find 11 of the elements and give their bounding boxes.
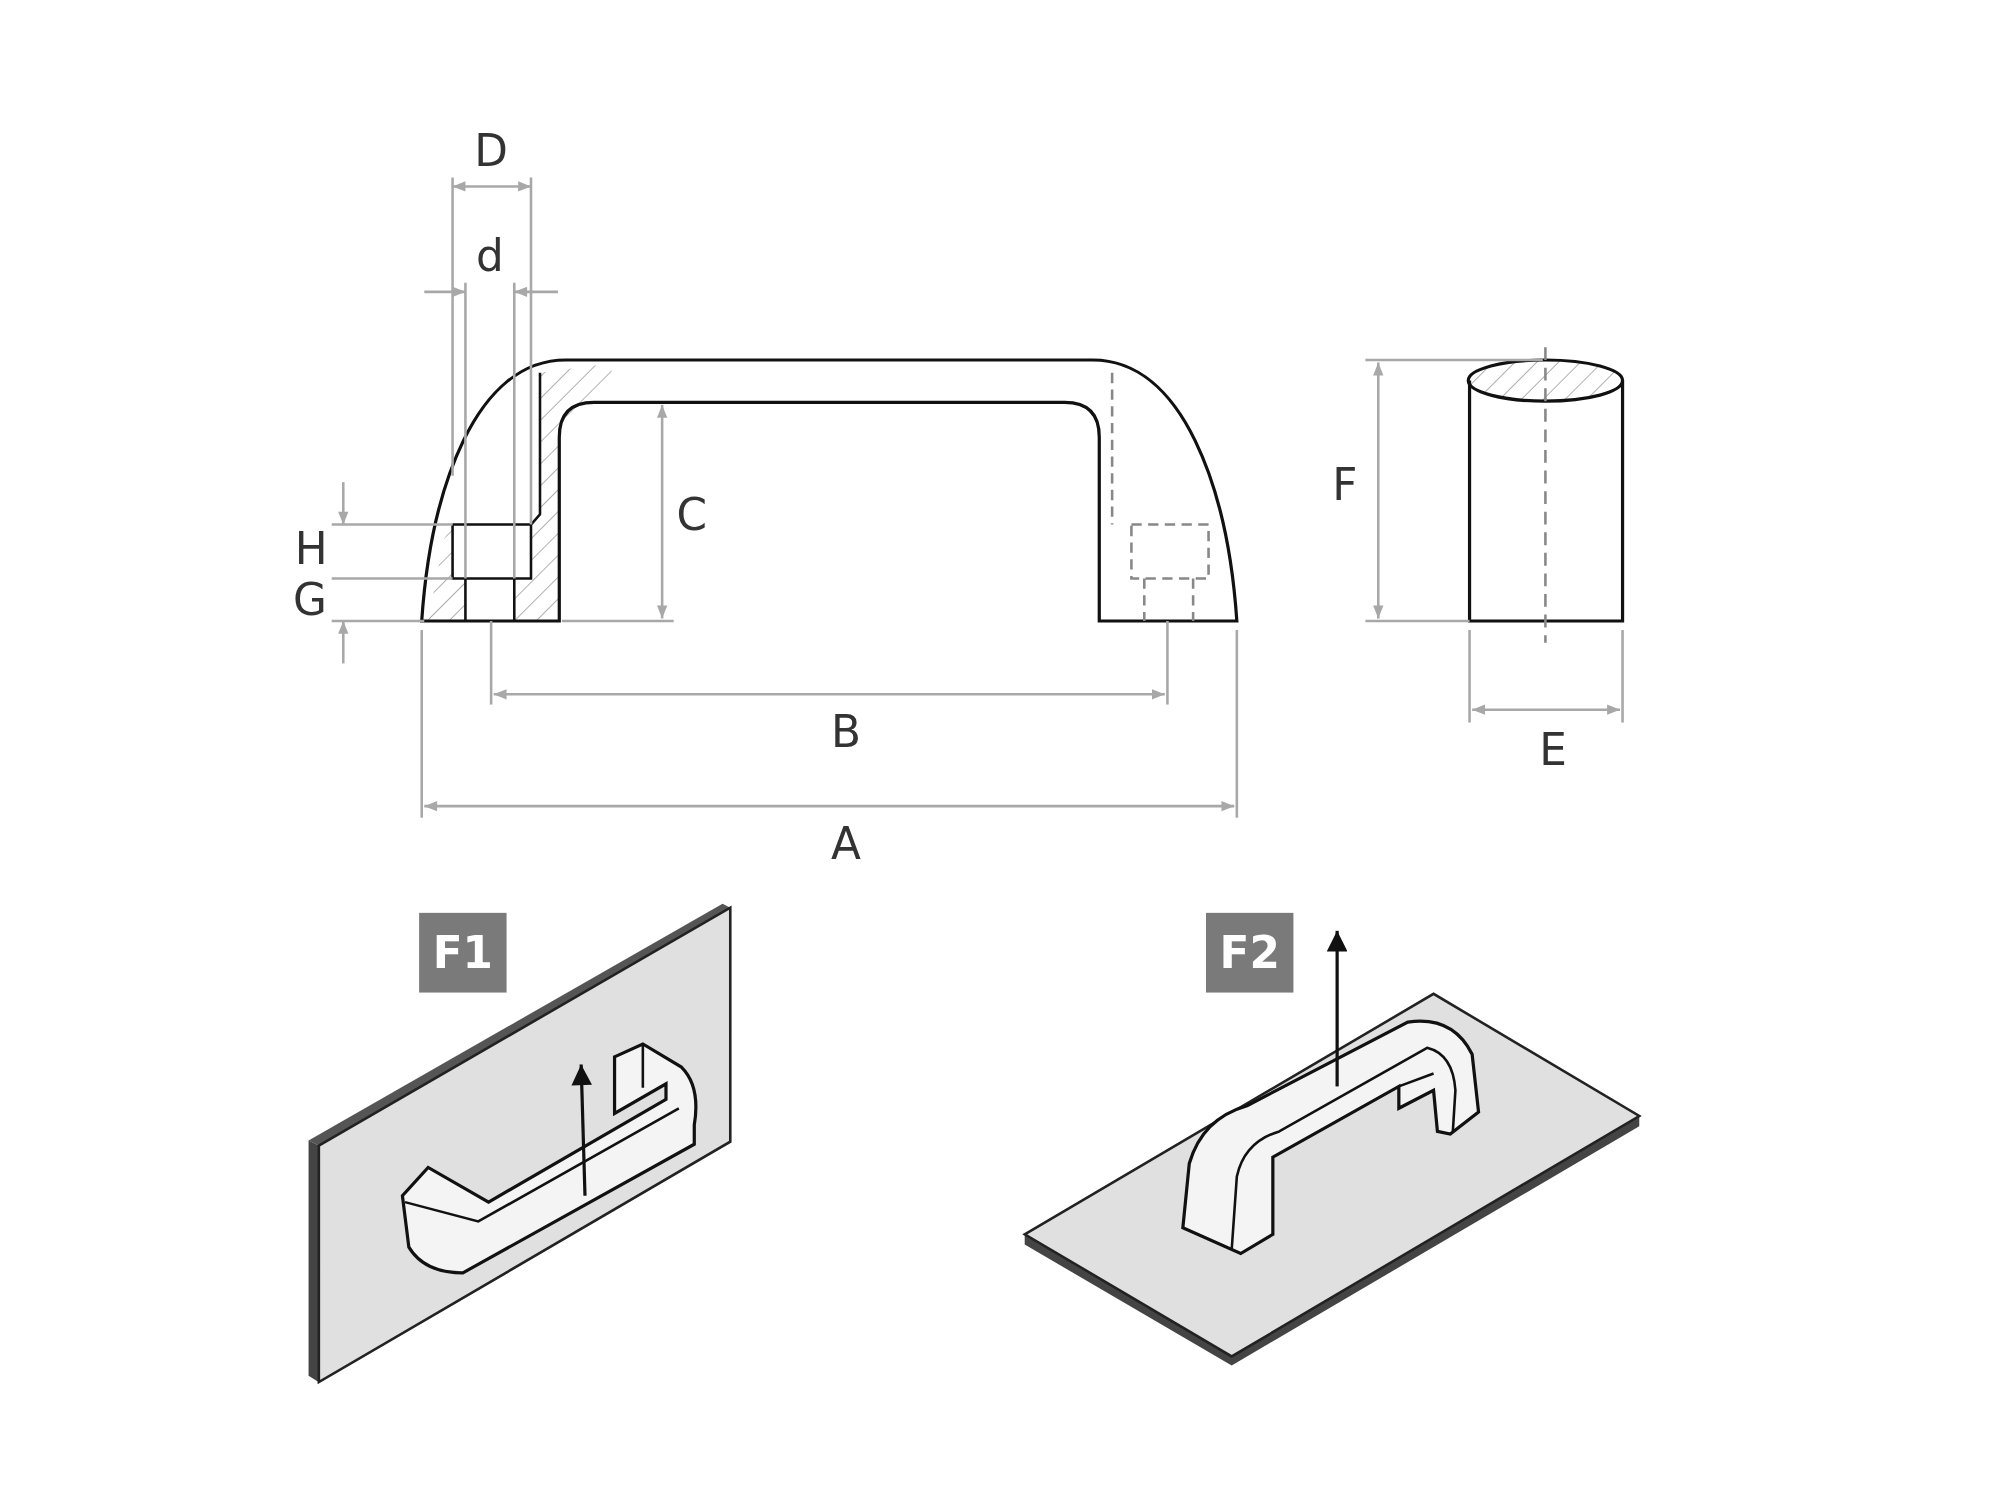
dimension-label: G: [292, 577, 327, 621]
view-tag: F2: [1206, 912, 1294, 993]
dimension-label: A: [831, 821, 861, 866]
dimension-label: d: [475, 234, 504, 278]
dimension-label: D: [474, 128, 508, 173]
dimension-label: E: [1539, 727, 1567, 772]
dimension-label: H: [294, 527, 328, 571]
dimension-label: F: [1332, 462, 1358, 507]
dimension-label: B: [831, 709, 861, 754]
dimension-label: C: [676, 492, 707, 537]
view-tag: F1: [419, 912, 507, 993]
